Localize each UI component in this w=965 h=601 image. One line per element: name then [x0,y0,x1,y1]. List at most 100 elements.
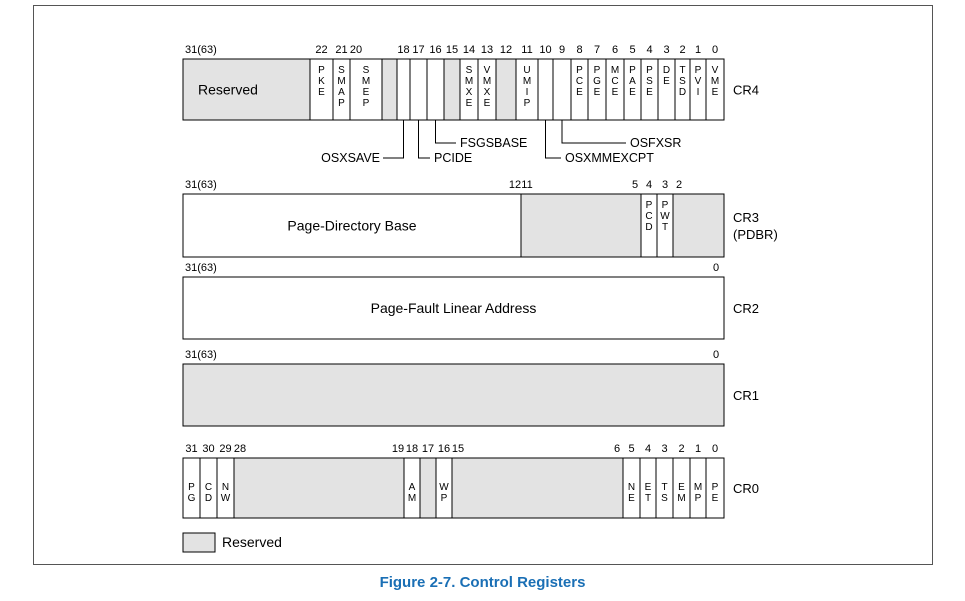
field-box [495,58,517,121]
callout-label: PCIDE [434,151,472,165]
field-label: Reserved [198,82,258,98]
bit-number: 2 [676,179,682,191]
field-box [182,58,311,121]
bit-number: 0 [712,44,718,56]
reserved-field [672,193,725,258]
reserved-field [451,457,624,519]
bit-number: 11 [521,44,532,56]
register-name: CR2 [733,301,759,316]
reserved-field: Reserved [182,58,311,121]
bit-number: 5 [628,443,634,455]
reserved-field [182,363,725,427]
field-box [537,58,554,121]
register-name: CR4 [733,83,759,98]
bit-field [426,58,445,121]
bit-number: 3 [661,443,667,455]
figure-frame [33,5,933,565]
bit-number: 4 [646,44,652,56]
callout-leader [545,120,561,159]
bit-field [396,58,411,121]
bit-number: 6 [614,443,620,455]
figure-caption: Figure 2-7. Control Registers [379,574,586,591]
callout-label: FSGSBASE [460,136,527,150]
bit-number: 12 [509,179,521,191]
field-box [419,457,437,519]
bit-number: 30 [202,443,214,455]
bit-number: 3 [663,44,669,56]
legend-label: Reserved [222,534,282,550]
field-box [233,457,405,519]
reserved-field [381,58,398,121]
bit-number: 9 [559,44,565,56]
bit-number: 15 [446,44,458,56]
reserved-field [520,193,642,258]
bit-number: 0 [712,443,718,455]
bit-number: 17 [412,44,424,56]
bit-number: 16 [438,443,450,455]
reserved-field [419,457,437,519]
bit-number: 14 [463,44,475,56]
callout-leader [435,120,456,144]
bit-number: 31(63) [185,44,217,56]
field-box [672,193,725,258]
bit-number: 18 [397,44,409,56]
field-box [409,58,428,121]
register-name: CR3 [733,210,759,225]
reserved-field [443,58,461,121]
field-box [381,58,398,121]
reserved-field [233,457,405,519]
bit-number: 1 [695,443,701,455]
bit-field [552,58,572,121]
bit-number: 16 [429,44,441,56]
bit-number: 21 [335,44,347,56]
field-box [705,457,725,519]
field-box [443,58,461,121]
bit-field [409,58,428,121]
legend: Reserved [182,532,282,553]
field-box [552,58,572,121]
bit-number: 0 [713,262,719,274]
bit-number: 2 [679,44,685,56]
bit-number: 4 [646,179,652,191]
register-name: (PDBR) [733,227,778,242]
callout-leader [383,120,404,159]
field-box [182,193,522,258]
bit-number: 18 [406,443,418,455]
register-name: CR0 [733,481,759,496]
field-box [520,193,642,258]
bit-number: 19 [392,443,404,455]
